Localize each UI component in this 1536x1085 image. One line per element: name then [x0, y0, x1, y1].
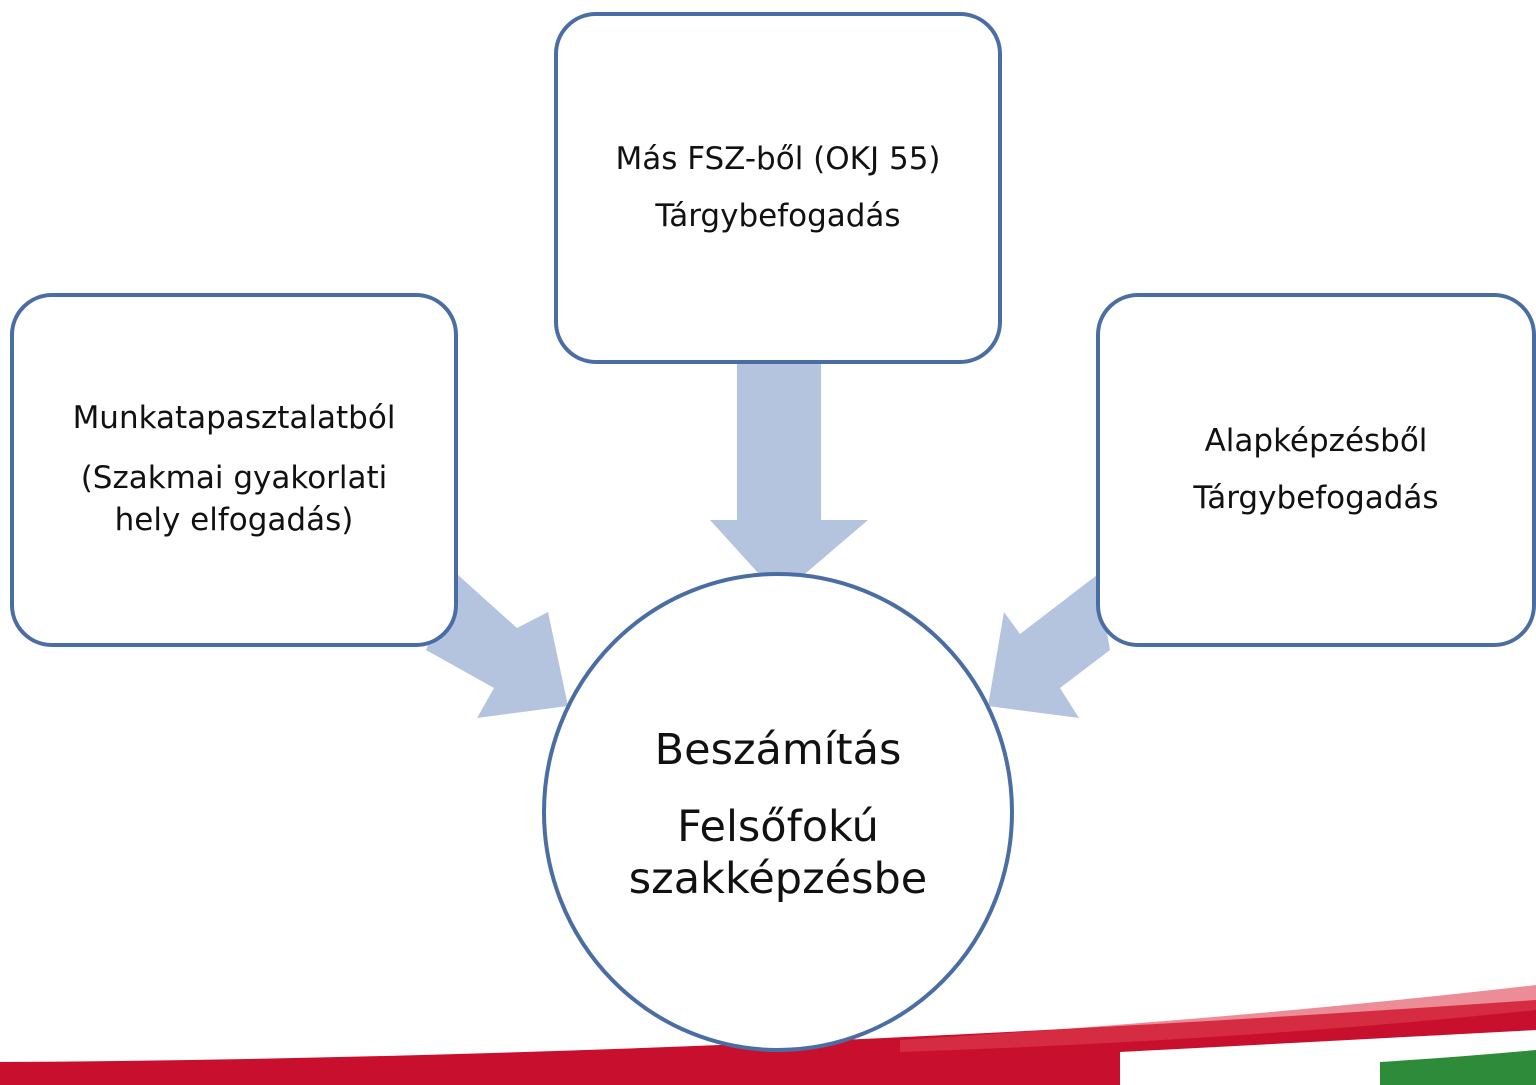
center-circle-line-1: Beszámítás [654, 724, 902, 775]
left-box-line-3: hely elfogadás) [114, 501, 354, 538]
top-box-text: Más FSZ-ből (OKJ 55) Tárgybefogadás [556, 14, 1000, 362]
top-box [554, 12, 1002, 364]
right-box-line-1: Alapképzésből [1204, 422, 1428, 459]
right-box-line-2: Tárgybefogadás [1193, 480, 1439, 516]
arrow-right-to-center [988, 575, 1110, 718]
center-circle [542, 572, 1014, 1052]
arrow-left-to-center [426, 575, 568, 718]
left-box-line-2: (Szakmai gyakorlati [80, 460, 388, 497]
top-box-line-2: Tárgybefogadás [655, 198, 901, 234]
center-circle-text: Beszámítás Felsőfokú szakképzésbe [580, 640, 976, 990]
right-box [1096, 293, 1536, 647]
center-circle-line-3: szakképzésbe [628, 853, 928, 904]
arrow-top-to-center [710, 362, 868, 596]
flag-ribbon-decoration [0, 985, 1536, 1085]
top-box-line-1: Más FSZ-ből (OKJ 55) [615, 140, 941, 177]
left-box-line-1: Munkatapasztalatból [72, 400, 396, 437]
left-box [10, 293, 458, 647]
center-circle-line-2: Felsőfokú [677, 802, 879, 853]
right-box-text: Alapképzésből Tárgybefogadás [1098, 295, 1534, 645]
left-box-text: Munkatapasztalatból (Szakmai gyakorlati … [12, 295, 456, 645]
